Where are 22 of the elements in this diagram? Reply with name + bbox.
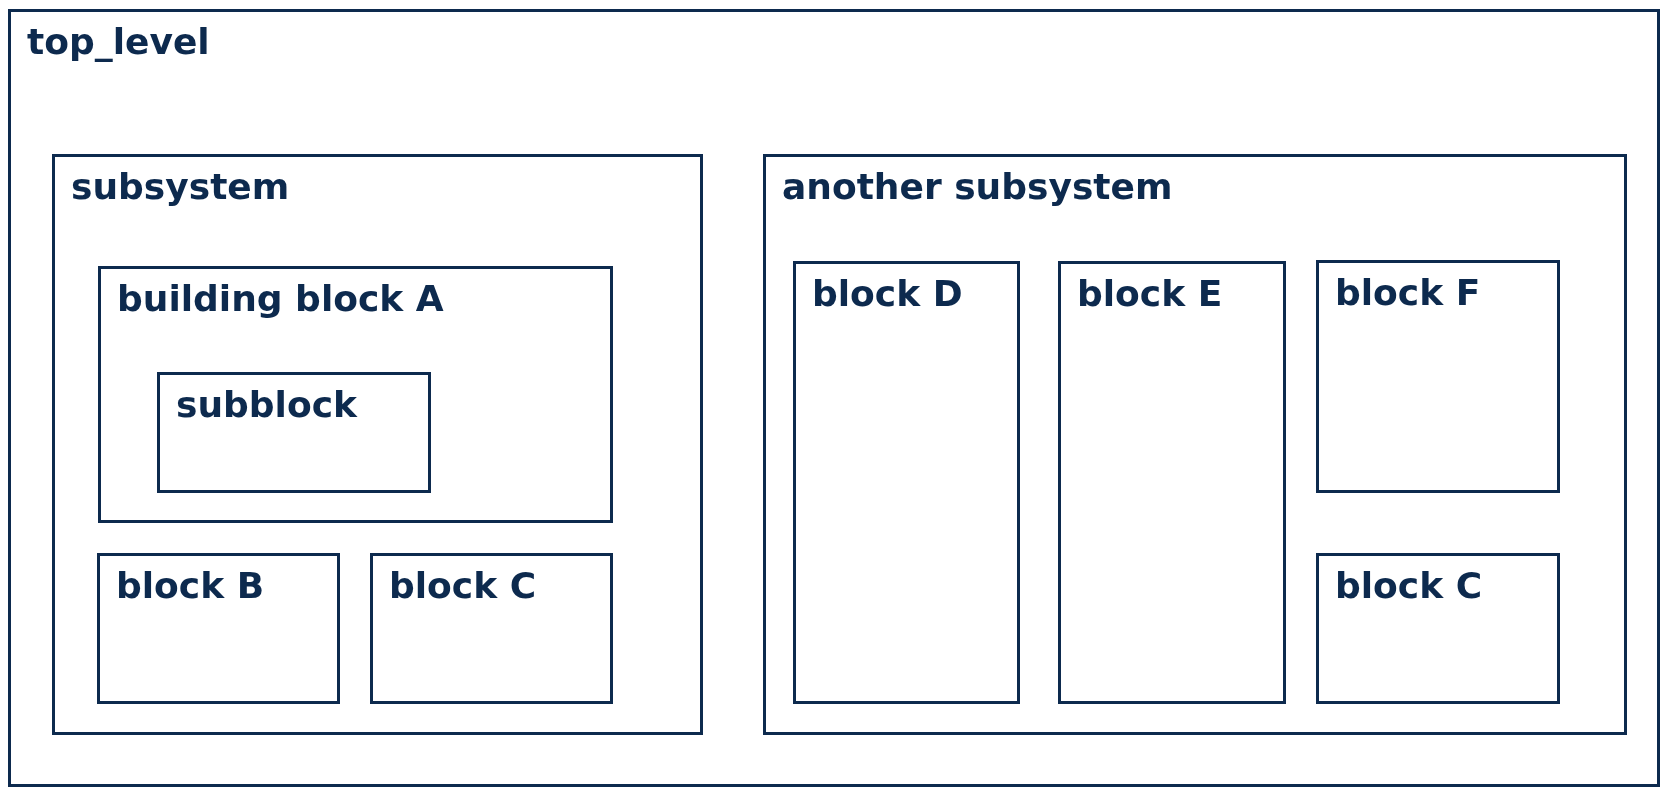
block-title: top_level [27, 20, 210, 64]
group-frame [52, 154, 703, 735]
block-box [1058, 261, 1286, 704]
block-title: another subsystem [782, 165, 1173, 209]
block-title: building block A [117, 277, 444, 321]
block-box [1316, 260, 1560, 493]
block-title: block D [812, 272, 963, 316]
block-box [98, 266, 613, 523]
block-title: block C [389, 564, 537, 608]
block-title: block B [116, 564, 265, 608]
block-box [370, 553, 613, 704]
block-title: subblock [176, 383, 357, 427]
block-title: block E [1077, 272, 1223, 316]
block-title: block C [1335, 564, 1483, 608]
system-frame [8, 9, 1660, 787]
group-frame [763, 154, 1627, 735]
block-box [157, 372, 431, 493]
block-box [97, 553, 340, 704]
block-title: subsystem [71, 165, 290, 209]
block-box [1316, 553, 1560, 704]
block-title: block F [1335, 271, 1481, 315]
block-box [793, 261, 1020, 704]
